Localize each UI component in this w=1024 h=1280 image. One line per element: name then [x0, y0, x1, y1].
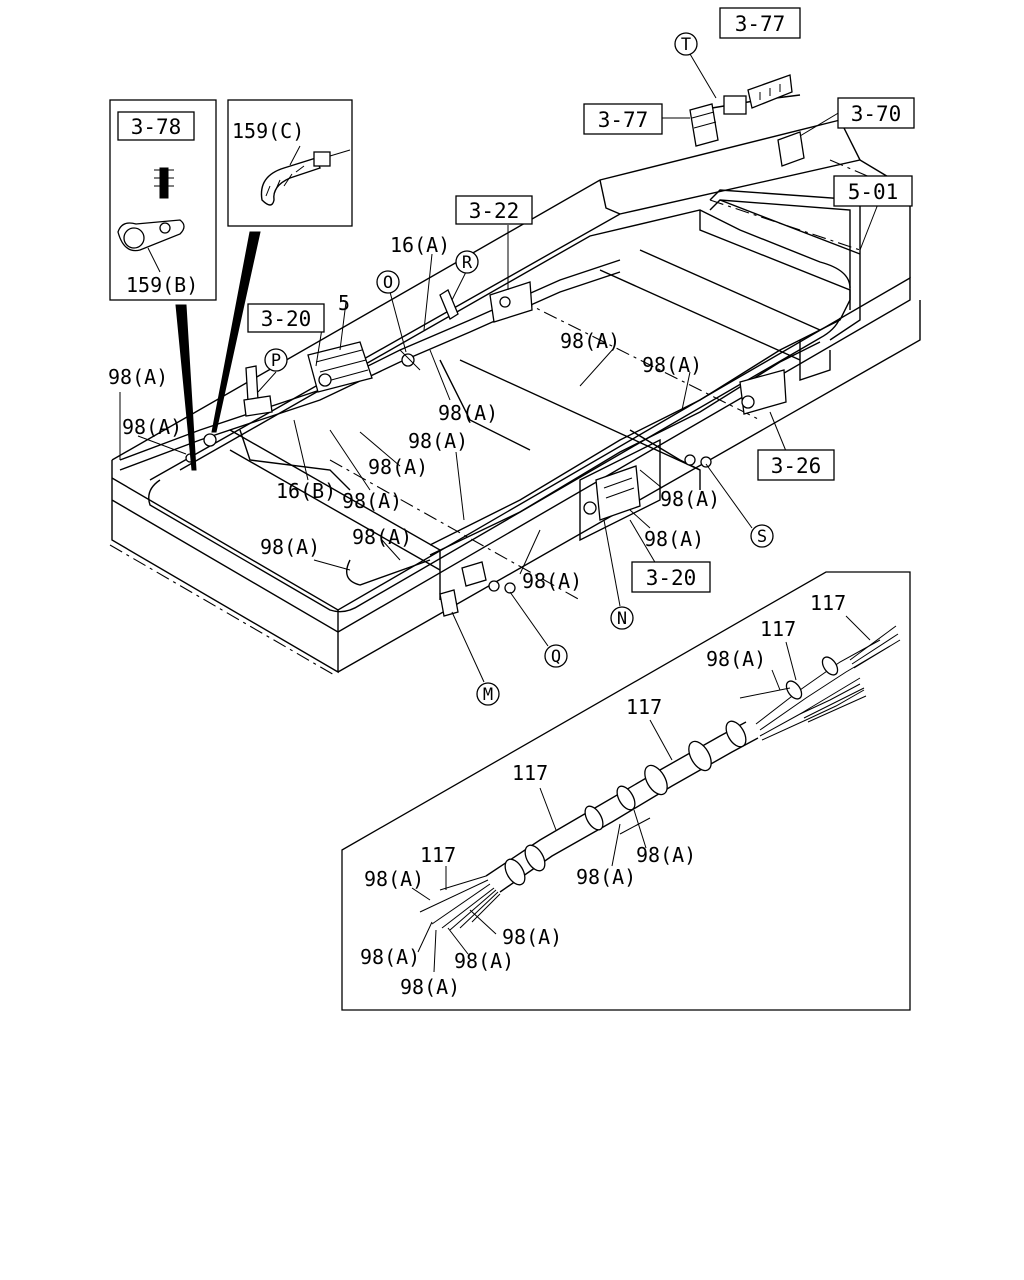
ref-3-77-top: 3-77 — [735, 12, 786, 36]
ref-3-77-mid: 3-77 — [598, 108, 649, 132]
inset-label-98a-5: 98(A) — [502, 925, 562, 949]
marker-q: Q — [551, 647, 561, 667]
marker-t: T — [681, 35, 691, 55]
inset-label-98a-2: 98(A) — [636, 843, 696, 867]
ref-5-01: 5-01 — [848, 180, 899, 204]
components — [185, 74, 805, 617]
ref-3-26-box — [757, 449, 835, 481]
inset-label-117-a: 117 — [810, 591, 846, 615]
label-98a-13: 98(A) — [522, 569, 582, 593]
part-labels: 159(C) 159(B) 16(A) 5 98(A) 98(A) 98(A) … — [108, 119, 720, 593]
label-98a-7: 98(A) — [368, 455, 428, 479]
inset-label-98a-7: 98(A) — [454, 949, 514, 973]
label-98a-8: 98(A) — [342, 489, 402, 513]
ref-3-77-mid-box — [583, 103, 663, 135]
label-98a-10: 98(A) — [644, 527, 704, 551]
inset-label-117-e: 117 — [420, 843, 456, 867]
ref-3-78: 3-78 — [131, 115, 182, 139]
inset-label-98a-1: 98(A) — [706, 647, 766, 671]
marker-s: S — [757, 527, 767, 547]
ref-3-22-box — [455, 195, 533, 225]
label-98a-4: 98(A) — [642, 353, 702, 377]
inset-159b — [109, 99, 217, 471]
label-98a-5: 98(A) — [438, 401, 498, 425]
ref-3-26: 3-26 — [771, 454, 822, 478]
ref-5-01-box — [833, 175, 913, 207]
ref-3-70: 3-70 — [851, 102, 902, 126]
circle-markers: T R O P S N Q M — [264, 32, 774, 706]
bracket-3-22 — [489, 281, 533, 323]
connector-plug — [723, 95, 747, 115]
inset-label-117-b: 117 — [760, 617, 796, 641]
ref-3-78-box — [117, 111, 195, 141]
label-98a-6: 98(A) — [408, 429, 468, 453]
inset-label-117-c: 117 — [626, 695, 662, 719]
ref-3-22: 3-22 — [469, 199, 520, 223]
label-98a-9: 98(A) — [660, 487, 720, 511]
inset-label-98a-6: 98(A) — [360, 945, 420, 969]
inset-label-117-d: 117 — [512, 761, 548, 785]
inset-159c — [211, 99, 353, 433]
pointer-159c — [211, 231, 261, 433]
label-16b: 16(B) — [276, 479, 336, 503]
inset-labels: 117 117 98(A) 117 117 98(A) 98(A) 117 98… — [360, 591, 846, 999]
ref-3-20-right-box — [631, 561, 711, 593]
inset-label-98a-8: 98(A) — [400, 975, 460, 999]
label-98a-12: 98(A) — [260, 535, 320, 559]
ref-3-20-right: 3-20 — [646, 566, 697, 590]
label-98a-1: 98(A) — [108, 365, 168, 389]
label-98a-3: 98(A) — [560, 329, 620, 353]
harness-detail-inset — [341, 571, 911, 1011]
label-98a-2: 98(A) — [122, 415, 182, 439]
sensor-p — [245, 365, 259, 403]
ref-3-20-left-box — [247, 303, 325, 333]
inset-label-98a-4: 98(A) — [364, 867, 424, 891]
connector-m — [439, 589, 459, 617]
ref-3-20-left: 3-20 — [261, 307, 312, 331]
ref-3-77-top-box — [719, 7, 801, 39]
pointer-159b — [175, 304, 197, 471]
leader-lines — [119, 53, 879, 973]
label-159b: 159(B) — [126, 273, 198, 297]
marker-n: N — [617, 609, 627, 629]
inset-label-98a-3: 98(A) — [576, 865, 636, 889]
relay-3-70 — [777, 131, 805, 167]
ref-3-70-box — [837, 97, 915, 129]
label-5: 5 — [338, 291, 350, 315]
label-16a: 16(A) — [390, 233, 450, 257]
marker-r: R — [462, 253, 473, 273]
marker-p: P — [271, 351, 281, 371]
label-159c: 159(C) — [232, 119, 304, 143]
marker-o: O — [383, 273, 393, 293]
marker-m: M — [483, 685, 493, 705]
reference-boxes: 3-77 3-77 3-70 5-01 3-78 3-22 3-20 3-26 … — [117, 7, 915, 593]
label-98a-11: 98(A) — [352, 525, 412, 549]
